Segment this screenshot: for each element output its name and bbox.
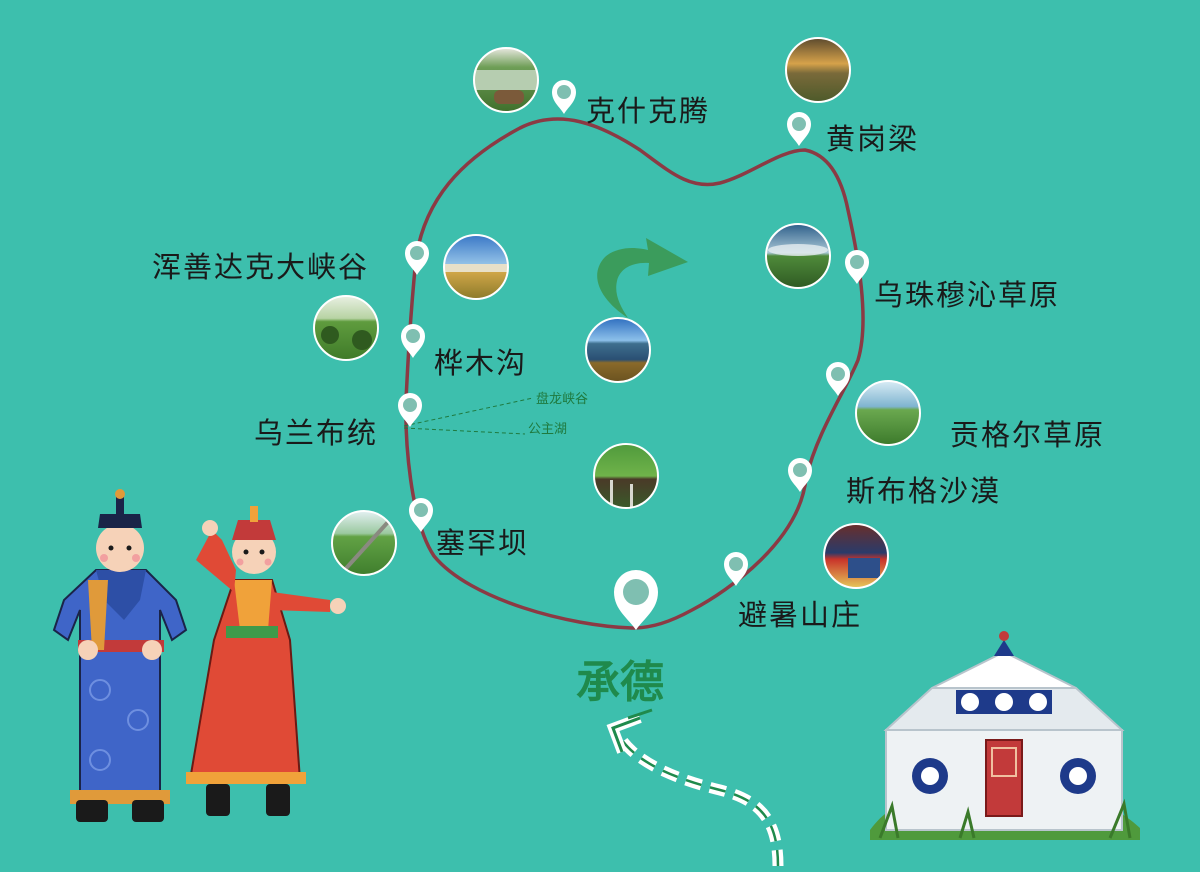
marker-sibuge[interactable] <box>788 458 812 492</box>
marker-start-chengde[interactable] <box>614 570 658 630</box>
label-panlong: 盘龙峡谷 <box>536 392 589 407</box>
label-saihanba: 塞罕坝 <box>436 526 530 560</box>
direction-arrow <box>597 238 688 318</box>
label-wuzhumuqin: 乌珠穆沁草原 <box>874 278 1061 312</box>
label-wulanbutong: 乌兰布统 <box>254 416 379 450</box>
marker-keshiketeng[interactable] <box>552 80 576 114</box>
marker-huamugou[interactable] <box>401 324 425 358</box>
leader-line-gongzhuhu <box>403 427 526 435</box>
mongolian-woman-illustration <box>186 506 346 816</box>
photo-gonggeer <box>855 380 921 446</box>
photo-saihanba <box>331 510 397 576</box>
marker-huanggangliang[interactable] <box>787 112 811 146</box>
label-gongzhuhu: 公主湖 <box>528 422 568 437</box>
label-hunshandake: 浑善达克大峡谷 <box>152 250 370 284</box>
photo-gongzhuhu <box>585 317 651 383</box>
marker-hunshandake[interactable] <box>405 241 429 275</box>
label-huanggangliang: 黄岗梁 <box>826 122 920 156</box>
leader-line-panlong <box>403 397 534 427</box>
photo-wuzhumuqin <box>765 223 831 289</box>
photo-panlong <box>593 443 659 509</box>
marker-wuzhumuqin[interactable] <box>845 250 869 284</box>
marker-wulanbutong[interactable] <box>398 393 422 427</box>
label-bishushanzhuang: 避暑山庄 <box>738 598 863 632</box>
label-sibuge: 斯布格沙漠 <box>846 474 1002 508</box>
label-keshiketeng: 克什克腾 <box>586 94 711 128</box>
yurt-illustration <box>870 631 1140 840</box>
label-gonggeer: 贡格尔草原 <box>950 418 1106 452</box>
marker-saihanba[interactable] <box>409 498 433 532</box>
label-huamugou: 桦木沟 <box>434 346 528 380</box>
photo-hunshandake <box>443 234 509 300</box>
photo-huanggangliang <box>785 37 851 103</box>
marker-bishushanzhuang[interactable] <box>724 552 748 586</box>
photo-bishushanzhuang <box>823 523 889 589</box>
approach-track <box>606 708 784 867</box>
start-city-label: 承德 <box>576 657 664 708</box>
photo-keshiketeng <box>473 47 539 113</box>
mongolian-man-illustration <box>52 489 188 822</box>
photo-huamugou <box>313 295 379 361</box>
marker-gonggeer[interactable] <box>826 362 850 396</box>
